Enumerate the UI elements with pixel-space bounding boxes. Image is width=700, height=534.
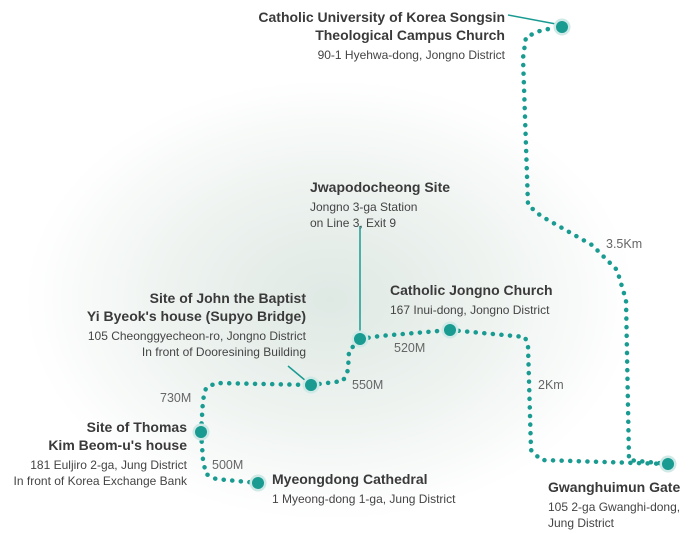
marker-gwanghuimun <box>659 455 677 473</box>
route-segment-gwanghuimun-songsin <box>520 24 671 467</box>
marker-jongno-church-dot <box>444 324 456 336</box>
distance-thomas-supyo: 730M <box>160 391 192 405</box>
route-segment-myeongdong-thomas <box>198 429 261 486</box>
label-thomas-kim: Site of Thomas Kim Beom-u's house 181 Eu… <box>14 419 187 489</box>
place-name-thomas-line2: Kim Beom-u's house <box>48 436 187 453</box>
marker-thomas-kim-dot <box>195 426 207 438</box>
label-gwanghuimun: Gwanghuimun Gate 105 2-ga Gwanghi-dong, … <box>548 479 680 531</box>
place-address-thomas-line1: 181 Euljiro 2-ga, Jung District <box>30 458 187 472</box>
place-name-thomas-line1: Site of Thomas <box>86 419 187 435</box>
place-address-jwapodocheong-line2: on Line 3, Exit 9 <box>310 215 397 230</box>
marker-songsin <box>553 18 571 36</box>
place-name-myeongdong: Myeongdong Cathedral <box>272 471 428 487</box>
place-address-thomas-line2: In front of Korea Exchange Bank <box>13 474 187 489</box>
marker-thomas-kim <box>192 423 210 441</box>
marker-myeongdong-dot <box>252 477 264 489</box>
place-address-jwapodocheong-line1: Jongno 3-ga Station <box>310 199 418 214</box>
leader-line-group <box>287 14 557 382</box>
place-address-gwanghuimun-line2: Jung District <box>548 515 615 530</box>
place-name-gwanghuimun: Gwanghuimun Gate <box>548 479 681 495</box>
marker-group <box>192 18 677 492</box>
route-segment-jwapodocheong-jongno <box>357 327 453 342</box>
leader-line-songsin <box>507 14 557 25</box>
label-songsin: Catholic University of Korea Songsin The… <box>258 9 505 63</box>
distance-jongno-gwanghuimun: 2Km <box>538 378 564 392</box>
route-path-group <box>198 24 671 486</box>
distance-supyo-jwapodocheong: 550M <box>352 378 384 392</box>
distance-jwapodocheong-jongno: 520M <box>394 341 426 355</box>
marker-supyo-bridge <box>302 376 320 394</box>
marker-songsin-dot <box>556 21 568 33</box>
label-myeongdong: Myeongdong Cathedral 1 Myeong-dong 1-ga,… <box>272 471 455 507</box>
distance-myeongdong-thomas: 500M <box>212 458 244 472</box>
place-address-supyo-line2: In front of Dooresining Building <box>141 345 306 360</box>
route-segment-jongno-gwanghuimun <box>447 327 671 467</box>
place-address-songsin: 90-1 Hyehwa-dong, Jongno District <box>317 48 505 62</box>
label-jongno-church: Catholic Jongno Church 167 Inui-dong, Jo… <box>390 282 553 318</box>
place-name-songsin-line1: Catholic University of Korea Songsin <box>258 9 505 25</box>
label-supyo-bridge: Site of John the Baptist Yi Byeok's hous… <box>87 290 306 360</box>
place-address-supyo-line1: 105 Cheonggyecheon-ro, Jongno District <box>87 329 306 343</box>
place-address-gwanghuimun-line1: 105 2-ga Gwanghi-dong, <box>548 499 681 514</box>
marker-supyo-bridge-dot <box>305 379 317 391</box>
route-segment-thomas-supyo <box>198 380 314 435</box>
place-address-myeongdong: 1 Myeong-dong 1-ga, Jung District <box>272 491 456 506</box>
distance-gwanghuimun-songsin: 3.5Km <box>606 237 643 251</box>
place-name-supyo-line2: Yi Byeok's house (Supyo Bridge) <box>86 307 306 324</box>
leader-line-supyo <box>287 365 307 382</box>
marker-jongno-church <box>441 321 459 339</box>
place-name-jongno-church: Catholic Jongno Church <box>390 282 553 298</box>
route-segment-supyo-jwapodocheong <box>308 336 363 388</box>
marker-jwapodocheong <box>351 330 369 348</box>
marker-myeongdong <box>249 474 267 492</box>
place-name-jwapodocheong: Jwapodocheong Site <box>310 179 451 195</box>
place-address-jongno-church: 167 Inui-dong, Jongno District <box>390 302 550 317</box>
place-name-supyo-line1: Site of John the Baptist <box>149 290 306 306</box>
marker-jwapodocheong-dot <box>354 333 366 345</box>
marker-gwanghuimun-dot <box>662 458 674 470</box>
place-name-songsin-line2: Theological Campus Church <box>315 26 505 43</box>
label-jwapodocheong: Jwapodocheong Site Jongno 3-ga Station o… <box>310 179 450 231</box>
